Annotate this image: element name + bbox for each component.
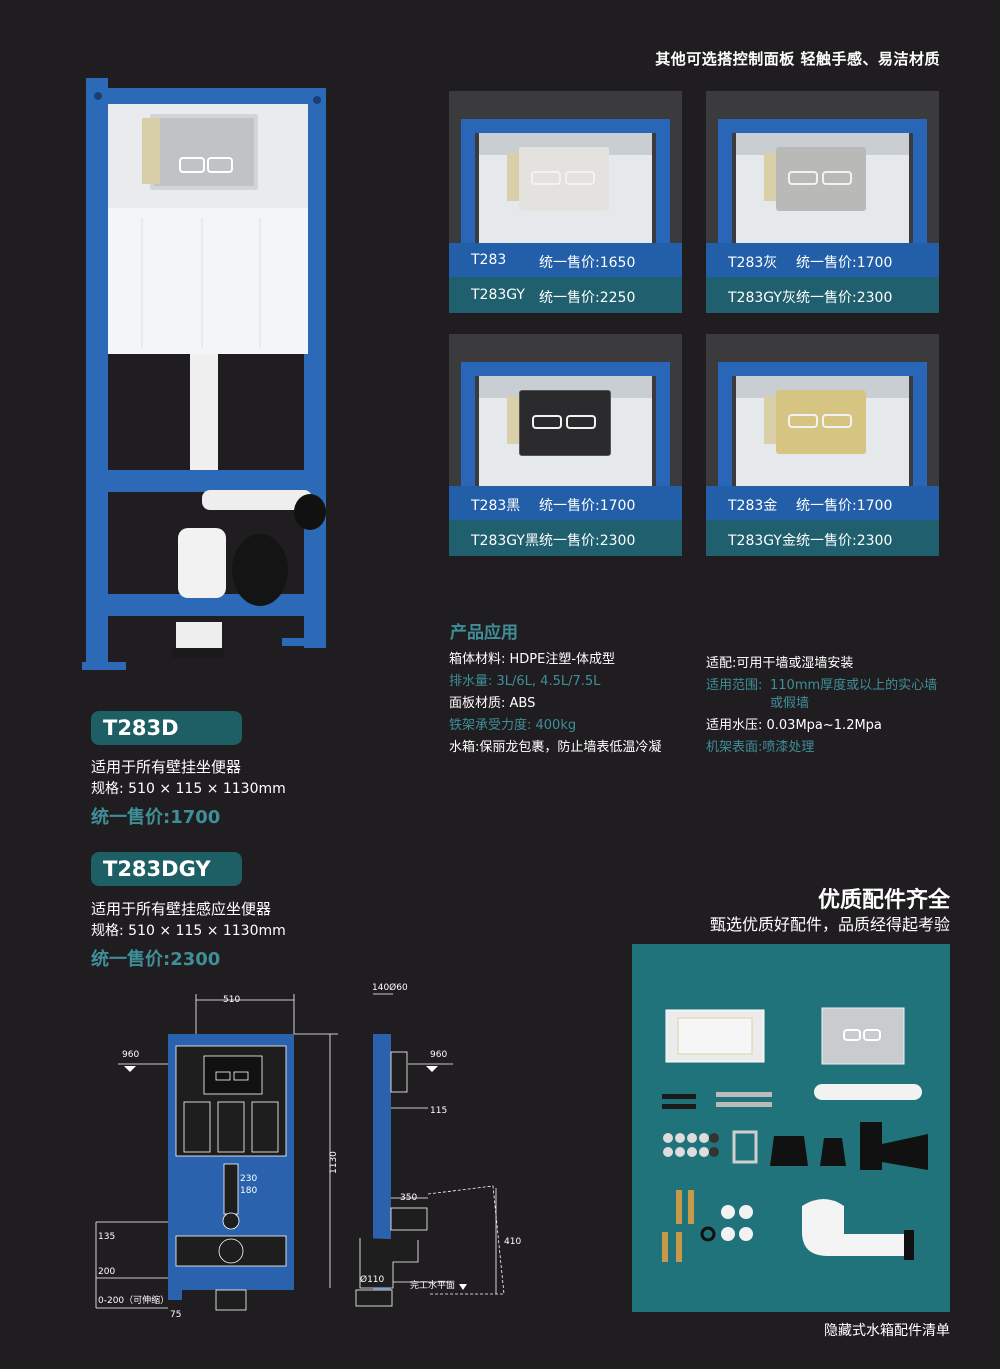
dim-960-side: 960 bbox=[430, 1050, 447, 1060]
dim-180: 180 bbox=[240, 1186, 257, 1196]
panel-photo bbox=[449, 91, 682, 243]
panels-heading: 其他可选搭控制面板 轻触手感、易洁材质 bbox=[655, 50, 940, 68]
panel-row: T283GY黑统一售价:2300 bbox=[449, 520, 682, 556]
panel-row: T283黑 统一售价:1700 bbox=[449, 486, 682, 520]
panel-row: T283金 统一售价:1700 bbox=[706, 486, 939, 520]
panel-price: 统一售价:1700 bbox=[796, 255, 893, 271]
product-spec: 规格: 510 × 115 × 1130mm bbox=[91, 923, 286, 939]
panel-price: 统一售价:1650 bbox=[539, 255, 636, 271]
flush-plate bbox=[519, 147, 609, 211]
panel-price: 统一售价:2300 bbox=[796, 533, 893, 549]
dim-135: 135 bbox=[98, 1232, 115, 1242]
accessories-subtitle: 甄选优质好配件，品质经得起考验 bbox=[709, 915, 950, 934]
dim-410: 410 bbox=[504, 1237, 521, 1247]
spec-range-line1: 110mm厚度或以上的实心墙 bbox=[770, 678, 938, 693]
panel-code: T283GY bbox=[471, 287, 525, 303]
product-price: 统一售价:1700 bbox=[91, 807, 221, 828]
panel-photo bbox=[706, 334, 939, 486]
accessories-title: 优质配件齐全 bbox=[817, 888, 950, 913]
spec-item: 水箱:保丽龙包裹，防止墙表低温冷凝 bbox=[449, 740, 662, 755]
dim-200: 200 bbox=[98, 1267, 115, 1277]
panel-price: 统一售价:2300 bbox=[539, 533, 636, 549]
panel-code: T283金 bbox=[728, 498, 778, 514]
dim-140: 140Ø60 bbox=[372, 982, 408, 993]
panel-row: T283GY 统一售价:2250 bbox=[449, 277, 682, 313]
panel-price: 统一售价:1700 bbox=[539, 498, 636, 514]
panel-price: 统一售价:2250 bbox=[539, 290, 636, 306]
panel-photo bbox=[449, 334, 682, 486]
panel-row: T283GY金统一售价:2300 bbox=[706, 520, 939, 556]
spec-range-line2: 或假墙 bbox=[770, 696, 810, 711]
dim-350: 350 bbox=[400, 1193, 417, 1203]
panel-row: T283 统一售价:1650 bbox=[449, 243, 682, 277]
dim-230: 230 bbox=[240, 1174, 257, 1184]
spec-item: 排水量: 3L/6L, 4.5L/7.5L bbox=[449, 674, 601, 689]
dim-110: Ø110 bbox=[360, 1274, 385, 1285]
panel-row: T283灰 统一售价:1700 bbox=[706, 243, 939, 277]
dim-0-200: 0-200（可伸缩） bbox=[98, 1294, 169, 1306]
panel-price: 统一售价:2300 bbox=[796, 290, 893, 306]
panel-code: T283 bbox=[471, 252, 507, 268]
panel-code: T283GY黑 bbox=[471, 533, 539, 549]
spec-item: 箱体材料: HDPE注塑-体成型 bbox=[449, 652, 616, 667]
dim-1130: 1130 bbox=[329, 1151, 339, 1174]
technical-drawing: 510 960 960 140Ø60 1130 115 230 180 135 … bbox=[95, 982, 521, 1320]
panel-photo bbox=[706, 91, 939, 243]
panel-code: T283灰 bbox=[728, 255, 778, 271]
panel-row: T283GY灰统一售价:2300 bbox=[706, 277, 939, 313]
product-spec: 规格: 510 × 115 × 1130mm bbox=[91, 781, 286, 797]
product-price: 统一售价:2300 bbox=[91, 949, 221, 970]
spec-range-label: 适用范围: bbox=[706, 678, 763, 693]
panel-price: 统一售价:1700 bbox=[796, 498, 893, 514]
dim-510: 510 bbox=[223, 995, 240, 1005]
panel-code: T283GY灰 bbox=[728, 290, 796, 306]
product-frame-image bbox=[82, 78, 326, 670]
spec-pressure: 适用水压: 0.03Mpa~1.2Mpa bbox=[706, 718, 882, 733]
spec-fit: 适配:可用干墙或湿墙安装 bbox=[706, 656, 854, 671]
application-title: 产品应用 bbox=[450, 623, 518, 643]
product-model-badge: T283DGY bbox=[91, 852, 242, 886]
spec-item: 铁架承受力度: 400kg bbox=[449, 718, 577, 733]
dim-75: 75 bbox=[170, 1310, 181, 1320]
flush-plate bbox=[519, 390, 611, 456]
accessories-caption: 隐藏式水箱配件清单 bbox=[824, 1323, 950, 1339]
product-description: 适用于所有壁挂感应坐便器 bbox=[91, 900, 272, 918]
product-model-badge: T283D bbox=[91, 711, 242, 745]
spec-item: 面板材质: ABS bbox=[449, 696, 536, 711]
dim-115: 115 bbox=[430, 1106, 447, 1116]
spec-surface: 机架表面:喷漆处理 bbox=[706, 740, 815, 755]
product-description: 适用于所有壁挂坐便器 bbox=[91, 758, 242, 776]
floor-level-label: 完工水平面 bbox=[410, 1279, 455, 1291]
flush-plate bbox=[776, 147, 866, 211]
panel-code: T283黑 bbox=[471, 498, 521, 514]
dim-960-front: 960 bbox=[122, 1050, 139, 1060]
panel-code: T283GY金 bbox=[728, 533, 796, 549]
accessories-image bbox=[632, 944, 950, 1312]
flush-plate bbox=[776, 390, 866, 454]
